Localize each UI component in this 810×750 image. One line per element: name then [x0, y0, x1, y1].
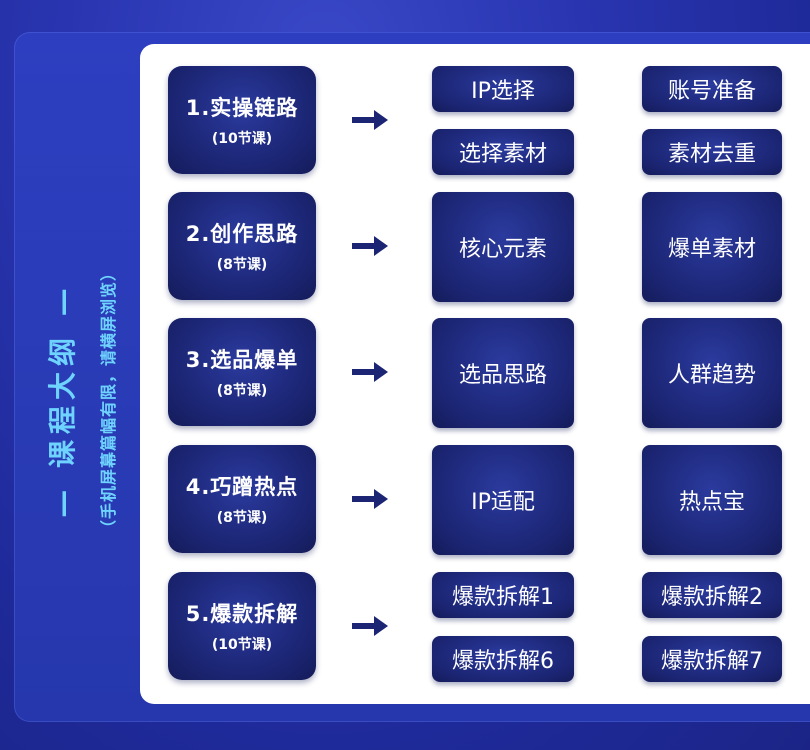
module-title: 4.巧蹭热点: [185, 475, 299, 499]
module-lessons: (8节课): [216, 257, 268, 273]
module-title: 5.爆款拆解: [185, 602, 299, 626]
arrow-right-icon: [352, 489, 388, 509]
module-lessons: (10节课): [211, 637, 273, 653]
module-3: 3.选品爆单 (8节课): [168, 318, 316, 426]
module-lessons: (8节课): [216, 510, 268, 526]
module-lessons: (8节课): [216, 383, 268, 399]
item-tag: 人群趋势: [642, 318, 782, 428]
module-1: 1.实操链路 (10节课): [168, 66, 316, 174]
module-title: 2.创作思路: [185, 222, 299, 246]
item-tag: 爆款拆解1: [432, 572, 574, 618]
item-tag: 爆款拆解6: [432, 636, 574, 682]
module-lessons: (10节课): [211, 131, 273, 147]
module-4: 4.巧蹭热点 (8节课): [168, 445, 316, 553]
arrow-right-icon: [352, 362, 388, 382]
side-subtitle-text: （手机屏幕篇幅有限，请横屏浏览）: [99, 263, 119, 537]
arrow-right-icon: [352, 236, 388, 256]
module-5: 5.爆款拆解 (10节课): [168, 572, 316, 680]
item-tag: 素材去重: [642, 129, 782, 175]
item-tag: 爆款拆解7: [642, 636, 782, 682]
arrow-right-icon: [352, 616, 388, 636]
item-tag: 选品思路: [432, 318, 574, 428]
module-2: 2.创作思路 (8节课): [168, 192, 316, 300]
item-tag: 选择素材: [432, 129, 574, 175]
item-tag: IP适配: [432, 445, 574, 555]
item-tag: 热点宝: [642, 445, 782, 555]
item-tag: 核心元素: [432, 192, 574, 302]
item-tag: 爆单素材: [642, 192, 782, 302]
side-title: — 课程大纲 —: [38, 160, 84, 660]
side-subtitle: （手机屏幕篇幅有限，请横屏浏览）: [95, 160, 119, 640]
item-tag: 账号准备: [642, 66, 782, 112]
item-tag: IP选择: [432, 66, 574, 112]
side-title-text: — 课程大纲 —: [46, 282, 79, 518]
item-tag: 爆款拆解2: [642, 572, 782, 618]
arrow-right-icon: [352, 110, 388, 130]
module-title: 3.选品爆单: [185, 348, 299, 372]
module-title: 1.实操链路: [185, 96, 299, 120]
